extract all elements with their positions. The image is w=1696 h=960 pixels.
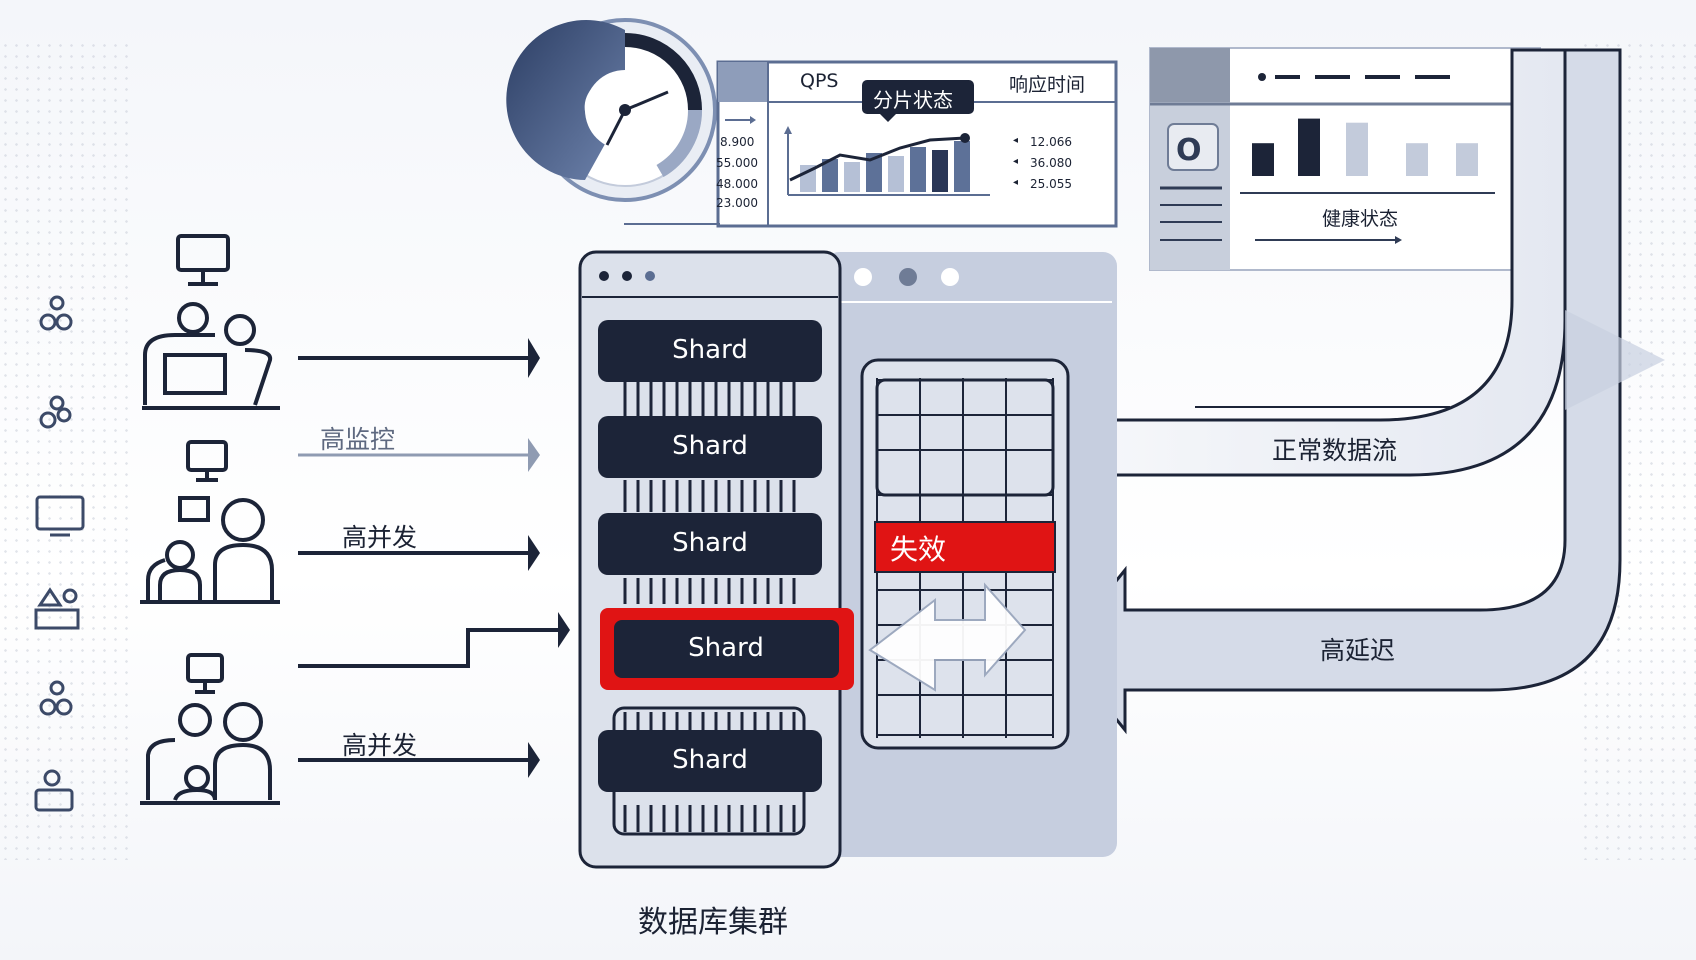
fail-label: 失效	[890, 533, 947, 566]
gauge-icon	[506, 18, 717, 202]
health-bar	[1456, 143, 1478, 176]
shard-block	[598, 730, 822, 792]
qps-bar-chart	[800, 141, 970, 192]
left-axis-value: 48.000	[716, 177, 758, 191]
user-group-icon	[39, 395, 72, 429]
user-laptop-icon	[34, 769, 74, 812]
client-group-3-icon	[140, 653, 280, 805]
left-axis-value: 8.900	[720, 135, 755, 149]
right-axis-marker: ◂	[1013, 135, 1019, 146]
client-group-1-icon	[142, 234, 280, 410]
shard-label: Shard	[672, 745, 748, 775]
shard-status-tooltip-label: 分片状态	[873, 88, 953, 112]
shard-label: Shard	[688, 633, 764, 663]
shard-block	[614, 620, 839, 678]
shard-block	[598, 416, 822, 478]
user-devices-icon	[34, 587, 80, 630]
shard-label: Shard	[672, 335, 748, 365]
qps-bar	[954, 141, 970, 192]
shard-label: Shard	[672, 528, 748, 558]
client-label-monitoring: 高监控	[320, 425, 396, 454]
cluster-caption: 数据库集群	[638, 905, 788, 940]
right-axis-marker: ◂	[1013, 156, 1019, 167]
high-latency-label: 高延迟	[1320, 636, 1396, 665]
client-group-2-icon	[140, 440, 280, 604]
health-bar	[1346, 122, 1368, 176]
shard-label: Shard	[672, 431, 748, 461]
grid-frame	[875, 378, 1055, 497]
client-label-concurrency: 高并发	[342, 731, 418, 760]
user-group-icon	[39, 680, 73, 716]
monitor-icon	[35, 495, 85, 537]
right-axis-value: 25.055	[1030, 177, 1072, 191]
health-bar-chart	[1252, 118, 1478, 176]
shard-status-tooltip	[862, 80, 974, 122]
shard-block	[598, 513, 822, 575]
health-bar	[1298, 118, 1320, 176]
qps-bar	[910, 147, 926, 192]
replication-arrow	[868, 582, 1027, 692]
user-group-icon	[39, 295, 73, 331]
client-label-concurrency: 高并发	[342, 523, 418, 552]
shard-tick-marks	[612, 382, 806, 836]
dot-pattern-left	[0, 40, 130, 860]
client-arrows	[298, 338, 570, 778]
left-icon-column	[34, 295, 85, 812]
shard-block	[598, 320, 822, 382]
response-time-label: 响应时间	[1009, 74, 1086, 96]
qps-label: QPS	[800, 70, 839, 92]
qps-bar	[932, 150, 948, 192]
qps-bar	[822, 159, 838, 192]
shard-list	[598, 320, 854, 792]
normal-flow-label: 正常数据流	[1272, 436, 1398, 465]
fail-badge	[874, 521, 1056, 573]
svg-text:O: O	[1176, 133, 1202, 168]
qps-bar	[888, 156, 904, 192]
right-axis-marker: ◂	[1013, 177, 1019, 188]
left-axis-value: 23.000	[716, 196, 758, 210]
left-axis-value: 55.000	[716, 156, 758, 170]
right-axis-value: 36.080	[1030, 156, 1072, 170]
health-bar	[1406, 143, 1428, 176]
health-bar	[1252, 143, 1274, 176]
qps-bar	[866, 153, 882, 192]
health-status-label: 健康状态	[1322, 208, 1399, 230]
right-axis-value: 12.066	[1030, 135, 1072, 149]
health-status-panel: O	[1149, 47, 1541, 271]
qps-bar	[844, 162, 860, 192]
